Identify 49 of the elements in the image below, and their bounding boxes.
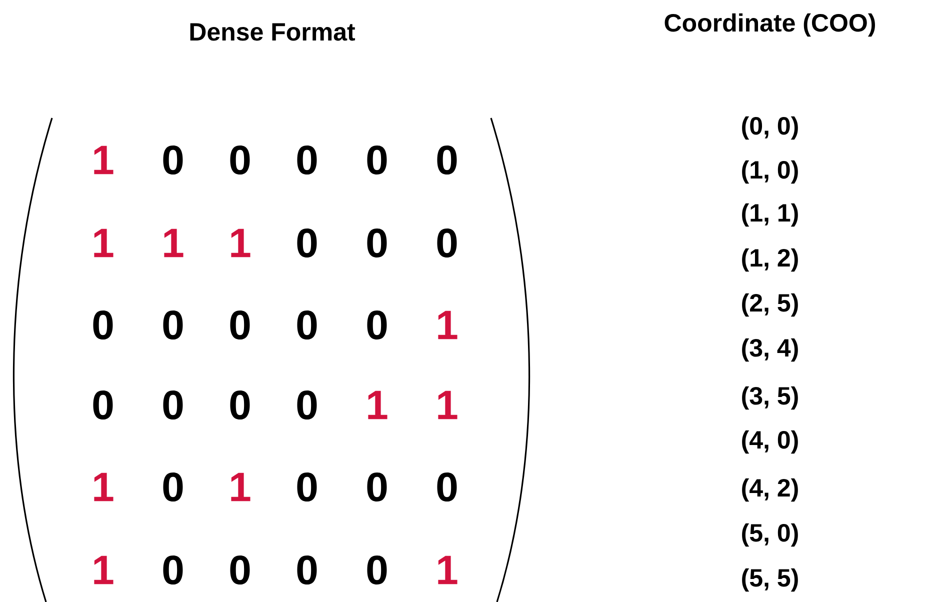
- matrix-entry: 1: [231, 228, 250, 258]
- matrix-entry: 0: [163, 390, 183, 420]
- matrix-entry: 0: [297, 390, 317, 420]
- matrix-entry: 0: [437, 146, 457, 175]
- matrix-entry: 0: [437, 228, 457, 258]
- matrix-entry: 1: [438, 310, 458, 340]
- matrix-entry: 1: [438, 556, 458, 584]
- matrix-entry: 0: [230, 146, 250, 175]
- matrix-entry: 1: [94, 228, 114, 258]
- coordinate-pair: (4, 0): [742, 430, 798, 454]
- matrix-entry: 0: [163, 555, 183, 585]
- coordinate-pair: (3, 4): [742, 338, 798, 362]
- matrix-entry: 0: [367, 472, 387, 502]
- coordinate-pair: (2, 5): [742, 293, 798, 317]
- coordinate-pair: (5, 0): [742, 523, 798, 547]
- matrix-entry: 0: [367, 555, 387, 585]
- heading: Dense Format: [190, 23, 355, 41]
- matrix-entry: 0: [367, 310, 387, 340]
- coordinate-pair: (0, 0): [742, 116, 798, 140]
- matrix-entry: 0: [230, 390, 250, 420]
- matrix-entry: 0: [297, 146, 317, 175]
- matrix-entry: 1: [94, 556, 114, 584]
- heading: Coordinate (COO): [664, 13, 875, 37]
- matrix-entry: 0: [297, 310, 317, 340]
- matrix-entry: 0: [230, 310, 250, 340]
- coordinate-pair: (1, 0): [742, 160, 798, 184]
- matrix-entry: 1: [164, 228, 184, 258]
- matrix-entry: 1: [94, 146, 114, 174]
- matrix-entry: 0: [93, 310, 113, 340]
- matrix-entry: 0: [297, 228, 317, 258]
- coordinate-pair: (5, 5): [742, 568, 798, 592]
- matrix-entry: 1: [231, 472, 250, 502]
- matrix-entry: 0: [163, 472, 183, 502]
- matrix-entry: 1: [438, 390, 458, 420]
- matrix-entry: 0: [367, 228, 387, 258]
- coordinate-pair: (3, 5): [742, 386, 798, 410]
- matrix-entry: 0: [230, 555, 250, 585]
- coordinate-pair: (1, 2): [742, 248, 798, 272]
- coordinate-pair: (1, 1): [742, 203, 798, 227]
- matrix-entry: 1: [94, 472, 114, 502]
- matrix-entry: 0: [93, 390, 113, 420]
- matrix-entry: 0: [367, 146, 387, 175]
- matrix-entry: 0: [297, 472, 317, 502]
- coordinate-pair: (4, 2): [742, 478, 798, 502]
- matrix-entry: 0: [297, 555, 317, 585]
- matrix-entry: 0: [163, 310, 183, 340]
- matrix-entry: 1: [368, 390, 388, 420]
- matrix-entry: 0: [437, 472, 457, 502]
- matrix-entry: 0: [163, 146, 183, 175]
